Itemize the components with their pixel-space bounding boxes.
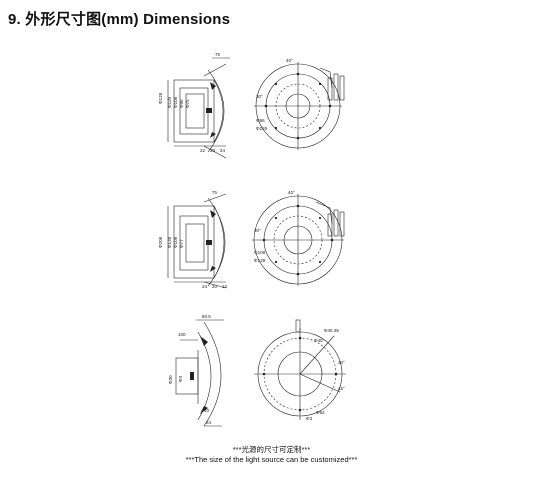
front-label-2-1: 30° bbox=[254, 228, 261, 233]
front-label-3-4: 30° bbox=[338, 360, 345, 365]
side-label-3-1: 100 bbox=[178, 332, 186, 337]
side-label-3-4: 40 bbox=[204, 408, 210, 413]
front-label-3-5: 45° bbox=[338, 386, 345, 391]
side-view-drawing-2: 75 Φ208 Φ138 Φ108 Φ77 24 20 24 bbox=[158, 188, 240, 289]
front-label-3-3: Φ3 bbox=[306, 416, 313, 421]
front-label-2-3: Φ138 bbox=[254, 258, 266, 263]
front-label-3-2: Φ52 bbox=[316, 410, 325, 415]
side-label-1-4: Φ96 bbox=[179, 99, 184, 108]
side-label-2-6: 20 bbox=[212, 284, 218, 289]
side-view-3-svg: 80.5 100 Φ30 Φ3 40 84 bbox=[168, 314, 224, 427]
side-label-2-3: Φ108 bbox=[173, 236, 178, 248]
side-label-1-7: 20 bbox=[210, 148, 216, 153]
front-view-drawing-3: Φ45.35 Φ40 Φ52 Φ3 30° 45° bbox=[250, 318, 360, 426]
side-label-2-2: Φ138 bbox=[167, 236, 172, 248]
front-view-1-svg: 40° 30° Φ96 Φ126 bbox=[254, 58, 345, 150]
side-label-1-0: 75 bbox=[215, 52, 221, 57]
customization-note-cn: ***光源的尺寸可定制*** bbox=[232, 445, 311, 454]
side-label-2-1: Φ208 bbox=[158, 236, 163, 248]
front-label-3-1: Φ40 bbox=[314, 338, 323, 343]
section-heading: 9. 外形尺寸图(mm) Dimensions bbox=[8, 11, 231, 28]
side-label-2-0: 75 bbox=[212, 190, 218, 195]
front-view-3-svg: Φ45.35 Φ40 Φ52 Φ3 30° 45° bbox=[254, 319, 346, 421]
side-label-1-8: 24 bbox=[220, 148, 226, 153]
side-label-2-4: Φ77 bbox=[179, 239, 184, 248]
side-view-drawing-1: 75 Φ128 Φ120 Φ108 Φ96 Φ75 22 20 24 bbox=[158, 52, 240, 159]
side-label-1-3: Φ108 bbox=[173, 96, 178, 108]
front-label-3-0: Φ45.35 bbox=[324, 328, 339, 333]
side-label-1-2: Φ120 bbox=[167, 96, 172, 108]
side-label-3-5: 84 bbox=[206, 420, 212, 425]
front-label-2-0: 40° bbox=[288, 190, 295, 195]
front-label-1-2: Φ96 bbox=[256, 118, 265, 123]
side-view-drawing-3: 80.5 100 Φ30 Φ3 40 84 bbox=[160, 312, 240, 430]
side-view-2-svg: 75 Φ208 Φ138 Φ108 Φ77 24 20 24 bbox=[158, 190, 228, 289]
front-label-1-1: 30° bbox=[256, 94, 263, 99]
side-view-1-svg: 75 Φ128 Φ120 Φ108 Φ96 Φ75 22 20 24 bbox=[158, 52, 230, 159]
front-label-1-3: Φ126 bbox=[256, 126, 268, 131]
side-label-3-2: Φ30 bbox=[168, 375, 173, 384]
front-view-2-svg: 40° 30° Φ108 Φ138 bbox=[252, 190, 345, 286]
side-label-3-3: Φ3 bbox=[178, 375, 183, 382]
front-label-2-2: Φ108 bbox=[254, 250, 266, 255]
customization-note-en: ***The size of the light source can be c… bbox=[185, 455, 358, 464]
front-view-drawing-1: 40° 30° Φ96 Φ126 bbox=[250, 58, 360, 158]
side-label-1-6: 22 bbox=[200, 148, 206, 153]
side-label-2-7: 24 bbox=[222, 284, 228, 289]
front-view-drawing-2: 40° 30° Φ108 Φ138 bbox=[250, 190, 360, 290]
side-label-1-5: Φ75 bbox=[185, 99, 190, 108]
side-label-2-5: 24 bbox=[202, 284, 208, 289]
front-label-1-0: 40° bbox=[286, 58, 293, 63]
side-label-3-0: 80.5 bbox=[202, 314, 211, 319]
side-label-1-1: Φ128 bbox=[158, 92, 163, 104]
